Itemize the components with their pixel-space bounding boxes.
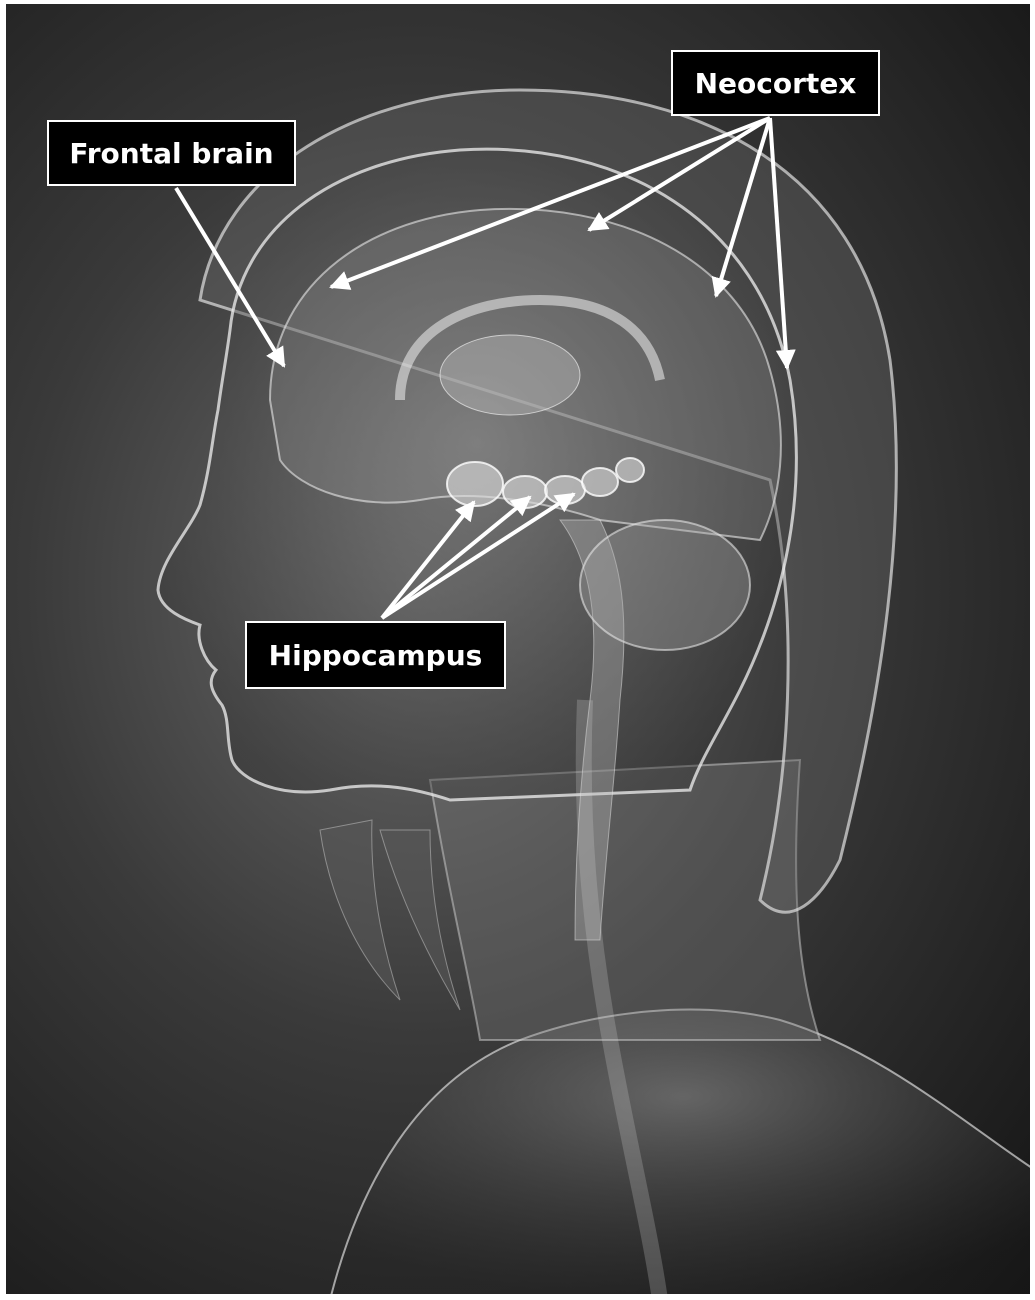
label-frontal-brain: Frontal brain bbox=[47, 120, 296, 186]
label-hippocampus: Hippocampus bbox=[245, 621, 506, 689]
shoulder-silhouette bbox=[330, 1010, 1030, 1294]
cerebellum bbox=[580, 520, 750, 650]
anatomy-illustration bbox=[6, 4, 1030, 1294]
label-neocortex: Neocortex bbox=[671, 50, 880, 116]
thalamus bbox=[440, 335, 580, 415]
